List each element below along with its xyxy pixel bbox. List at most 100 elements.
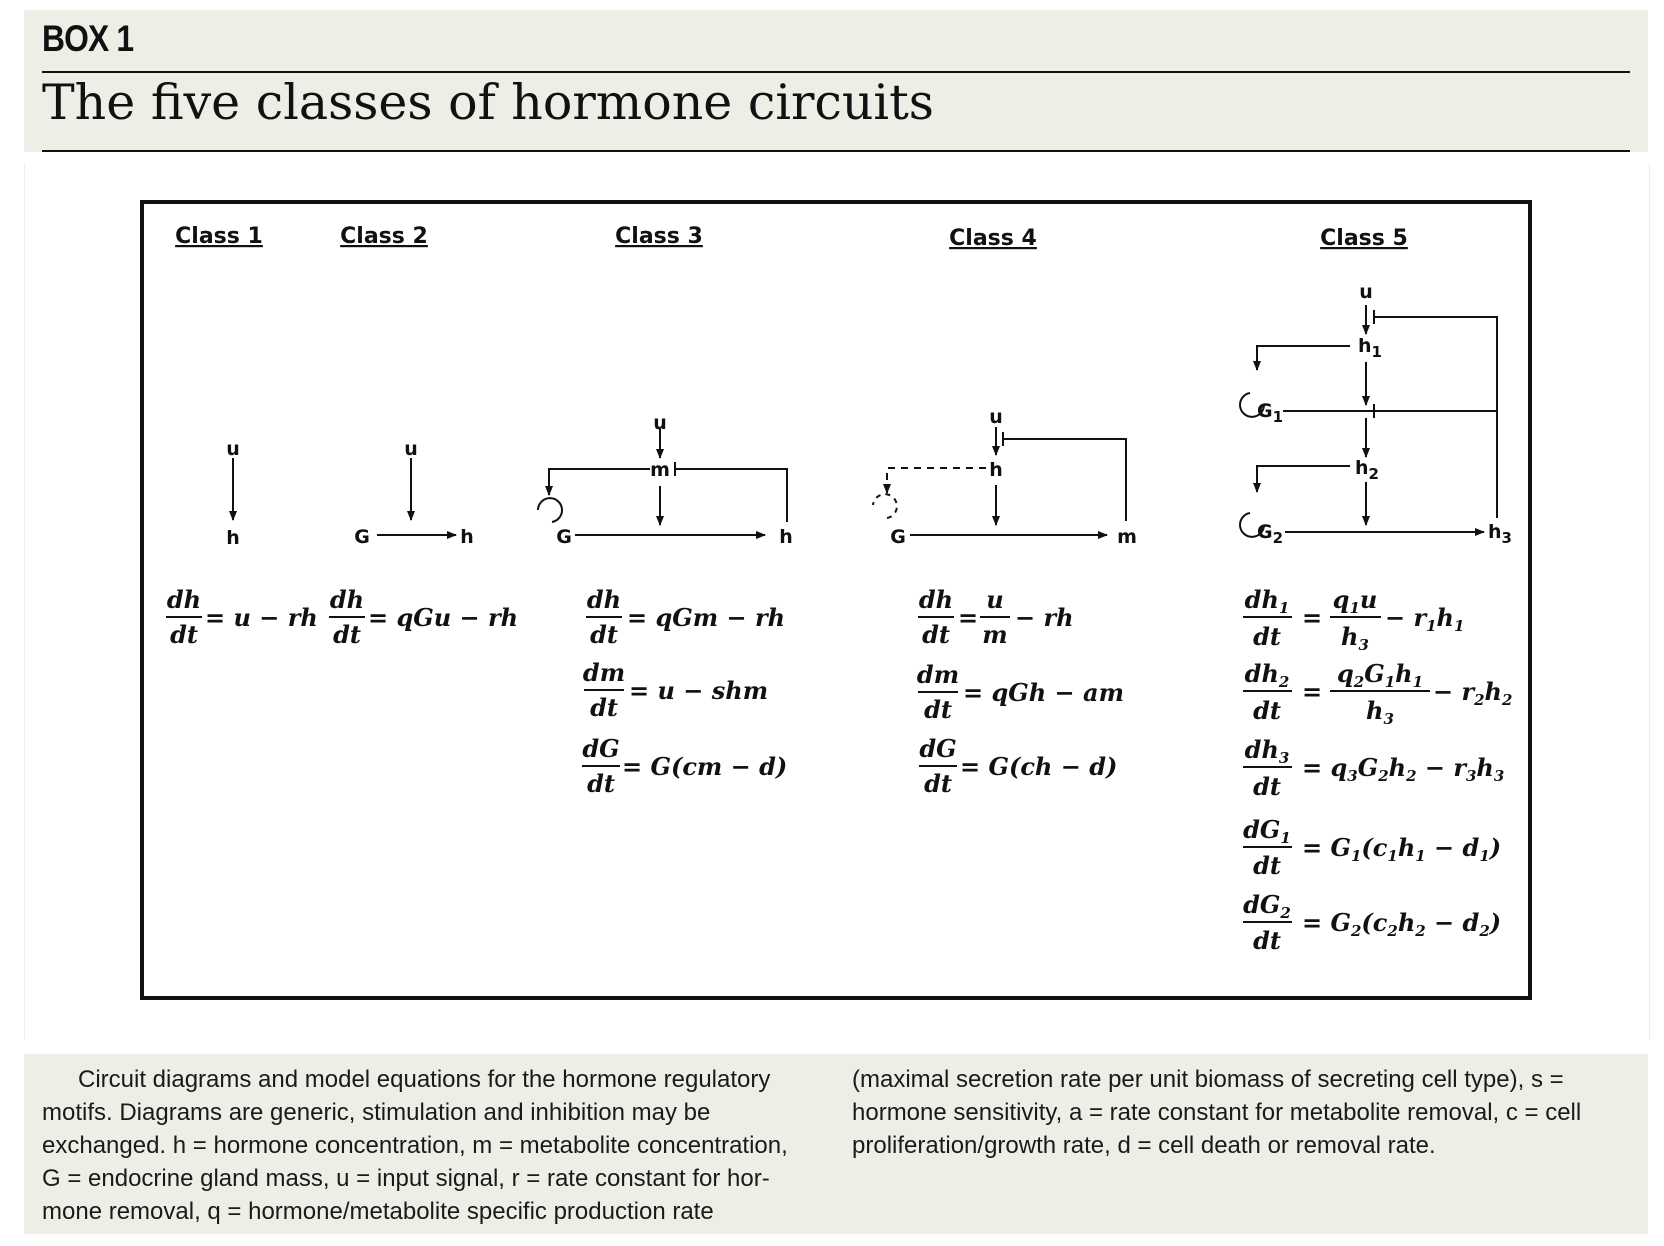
c3-node-u: u <box>653 412 667 434</box>
c3-node-h: h <box>779 526 793 548</box>
class-4-label: Class 4 <box>949 226 1037 251</box>
caption-line: exchanged. h = hormone concentration, m … <box>42 1132 788 1159</box>
c4-equation-1: dh dt = u m − rh <box>918 585 1074 649</box>
svg-text:dG: dG <box>582 734 619 763</box>
c1-node-h: h <box>226 527 240 549</box>
figure-frame <box>140 200 1532 1000</box>
svg-text:dh: dh <box>587 585 621 614</box>
svg-text:dG: dG <box>919 734 956 763</box>
c2-node-G: G <box>354 526 370 548</box>
c4-node-m: m <box>1117 526 1137 548</box>
svg-text:= G2(c2h2 − d2): = G2(c2h2 − d2) <box>1302 908 1501 940</box>
figure-area <box>24 163 1650 1040</box>
c4-self-loop-dashed <box>872 493 898 519</box>
c5-arrow-h1-G1 <box>1253 345 1350 371</box>
svg-text:h3: h3 <box>1341 622 1369 654</box>
c4-inhibit-m-u <box>1003 438 1127 521</box>
caption-line: Circuit diagrams and model equations for… <box>78 1066 771 1093</box>
svg-text:q1u: q1u <box>1333 585 1378 617</box>
class-3-label: Class 3 <box>615 224 703 249</box>
c2-node-u: u <box>404 438 418 460</box>
svg-text:= G1(c1h1 − d1): = G1(c1h1 − d1) <box>1302 833 1501 865</box>
c5-node-G1: G1 <box>1257 400 1283 426</box>
box-header <box>24 10 1648 152</box>
c4-equation-2: dm dt = qGh − am <box>917 660 1124 724</box>
c3-equation-2: dm dt = u − shm <box>583 658 768 722</box>
c5-equation-4: dG1 dt = G1(c1h1 − d1) <box>1243 815 1501 880</box>
class-5-label: Class 5 <box>1320 226 1408 251</box>
svg-text:dm: dm <box>583 658 625 687</box>
svg-text:= qGu − rh: = qGu − rh <box>368 603 518 632</box>
c4-equation-3: dG dt = G(ch − d) <box>919 734 1117 798</box>
svg-text:dh: dh <box>167 585 201 614</box>
svg-text:dG1: dG1 <box>1243 815 1291 847</box>
c1-node-u: u <box>226 438 240 460</box>
class-2-label: Class 2 <box>340 224 428 249</box>
caption-area <box>24 1054 1648 1234</box>
c3-equation-1: dh dt = qGm − rh <box>586 585 785 649</box>
box-title: The five classes of hormone circuits <box>42 74 934 131</box>
caption-line: proliferation/growth rate, d = cell deat… <box>852 1132 1436 1159</box>
svg-text:− r2h2: − r2h2 <box>1433 677 1512 709</box>
svg-text:dh: dh <box>919 585 953 614</box>
svg-text:dt: dt <box>924 769 952 798</box>
svg-text:= u − rh: = u − rh <box>205 603 318 632</box>
c4-dashed-h-G <box>883 467 986 494</box>
svg-text:= G(ch − d): = G(ch − d) <box>960 752 1117 781</box>
svg-text:=: = <box>958 603 978 632</box>
svg-text:= q3G2h2 − r3h3: = q3G2h2 − r3h3 <box>1302 753 1504 785</box>
svg-text:dt: dt <box>1253 622 1281 651</box>
c5-arrow-h2-G2 <box>1253 465 1350 493</box>
svg-text:=: = <box>1302 603 1322 632</box>
c4-node-h: h <box>989 459 1003 481</box>
svg-text:= qGm − rh: = qGm − rh <box>627 603 785 632</box>
c4-node-G: G <box>890 526 906 548</box>
c2-node-h: h <box>460 526 474 548</box>
svg-text:dt: dt <box>1253 926 1281 955</box>
c5-node-h3: h3 <box>1488 521 1512 547</box>
caption-line: motifs. Diagrams are generic, stimulatio… <box>42 1099 711 1126</box>
svg-text:m: m <box>982 620 1007 649</box>
svg-text:dt: dt <box>1253 851 1281 880</box>
svg-text:dt: dt <box>924 695 952 724</box>
svg-text:dt: dt <box>922 620 950 649</box>
svg-text:dt: dt <box>590 693 618 722</box>
svg-text:− r1h1: − r1h1 <box>1385 603 1464 635</box>
caption-line: mone removal, q = hormone/metabolite spe… <box>42 1198 714 1225</box>
svg-text:= u − shm: = u − shm <box>629 676 768 705</box>
caption-right-column: (maximal secretion rate per unit biomass… <box>852 1063 1642 1162</box>
c2-equation: dh dt = qGu − rh <box>329 585 518 649</box>
svg-text:dt: dt <box>170 620 198 649</box>
svg-text:dh: dh <box>330 585 364 614</box>
c5-node-G2: G2 <box>1257 521 1283 547</box>
svg-text:=: = <box>1302 677 1322 706</box>
c3-node-m: m <box>650 459 670 481</box>
class-1-label: Class 1 <box>175 224 263 249</box>
svg-text:dt: dt <box>333 620 361 649</box>
svg-text:dh1: dh1 <box>1245 585 1290 617</box>
svg-text:= qGh − am: = qGh − am <box>963 678 1124 707</box>
svg-text:u: u <box>986 585 1003 614</box>
c5-inhibit-h3-u <box>1374 316 1498 518</box>
c3-self-loop <box>537 497 563 523</box>
header-rule-bottom <box>42 150 1630 152</box>
c4-node-u: u <box>989 406 1003 428</box>
svg-text:dh3: dh3 <box>1245 735 1290 767</box>
svg-text:q2G1h1: q2G1h1 <box>1337 659 1423 691</box>
svg-text:dt: dt <box>590 620 618 649</box>
c5-self-loop-1 <box>1239 392 1265 418</box>
header-rule-top <box>42 71 1630 73</box>
caption-line: hormone sensitivity, a = rate constant f… <box>852 1099 1582 1126</box>
svg-text:= G(cm − d): = G(cm − d) <box>622 752 787 781</box>
c5-equation-5: dG2 dt = G2(c2h2 − d2) <box>1243 890 1501 955</box>
c5-node-u: u <box>1359 281 1373 303</box>
c5-equation-1: dh1 dt = q1u h3 − r1h1 <box>1243 585 1464 654</box>
c5-node-h1: h1 <box>1358 335 1382 361</box>
c3-equation-3: dG dt = G(cm − d) <box>582 734 787 798</box>
box-label: BOX 1 <box>42 18 134 59</box>
caption-line: (maximal secretion rate per unit biomass… <box>852 1066 1564 1093</box>
svg-text:dt: dt <box>1253 772 1281 801</box>
c5-equation-3: dh3 dt = q3G2h2 − r3h3 <box>1243 735 1504 801</box>
svg-text:dm: dm <box>917 660 959 689</box>
